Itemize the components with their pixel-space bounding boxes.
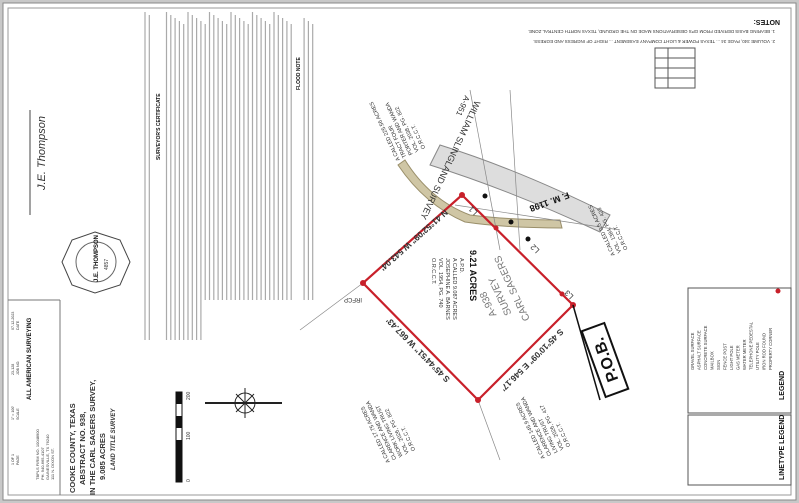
legend-item: MAILBOX (710, 351, 715, 370)
legend-item: GAS METER (736, 345, 741, 370)
legend-title: LEGEND (779, 371, 786, 400)
title-line: 9.085 ACRES (98, 433, 107, 480)
address-line: TBPLS FIRM NO. 10048900 (35, 429, 40, 480)
seal-name: J.E. THOMPSON (94, 235, 100, 282)
field-label: JOB NO. (16, 361, 20, 375)
title-line: COOKE COUNTY, TEXAS (68, 403, 77, 493)
certificate-text: SURVEYOR'S CERTIFICATE FLOOD NOTE (144, 12, 314, 340)
address-line: GAINESVILLE, TX 76240 (45, 434, 50, 480)
legend-item: FENCE POST (723, 343, 728, 370)
tract-owner-line: A CALLED 9.087 ACRES (451, 258, 457, 320)
legend-item: PROPERTY CORNER (768, 328, 773, 370)
seal-number: 4857 (104, 259, 110, 270)
field-label: PAGE (16, 455, 20, 465)
property-corners (360, 192, 576, 403)
easement-lines (299, 89, 621, 461)
field-value: 1 OF 1 (11, 454, 15, 465)
tract-owner-line: JOSEPHINE A. BARNES (444, 258, 450, 320)
scale-tick: 100 (186, 431, 192, 440)
linetype-legend (687, 414, 792, 486)
address-line: PH. 940-665-4107 (40, 447, 45, 480)
field-value: 23-128 (11, 364, 15, 375)
title-line: IN THE CARL SAGERS SURVEY, (88, 380, 97, 495)
legend-item: UTILITY POLE (755, 342, 760, 370)
notes: NOTES: 1. BEARING BASIS DERIVED FROM GPS… (528, 18, 780, 89)
legend-item: WATER METER (742, 340, 747, 370)
linetype-legend-title: LINETYPE LEGEND (779, 415, 786, 480)
property-corner-symbol (775, 288, 781, 294)
tract-acres: 9.21 ACRES (468, 250, 478, 301)
note-item: 1. BEARING BASIS DERIVED FROM GPS OBSERV… (528, 29, 775, 34)
notes-title: NOTES: (754, 18, 780, 25)
field-label: SCALE (16, 408, 20, 420)
north-arrow-icon (205, 388, 282, 418)
address-line: 111 N. DIXON ST. (50, 448, 55, 480)
legend-item: IRON ROD FOUND (762, 333, 767, 370)
flood-note-title: FLOOD NOTE (296, 57, 302, 90)
legend-item: CONCRETE SURFACE (703, 325, 708, 370)
field-label: DATE (16, 320, 20, 330)
pob-leader (572, 304, 601, 401)
title-block: LAND TITLE SURVEY 9.085 ACRES IN THE CAR… (8, 299, 117, 495)
tract-owner-line: A.P.D. (458, 258, 464, 274)
company-name: ALL AMERICAN SURVEYING (27, 317, 33, 400)
title-line: LAND TITLE SURVEY (111, 408, 117, 470)
legend-item: LIGHT POLE (729, 345, 734, 370)
corner-label: IRFCP (344, 296, 362, 302)
tract-owner-line: O.R.C.C.T. (430, 258, 436, 285)
utility-poles (482, 193, 531, 242)
title-line: ABSTRACT NO. 938, (78, 412, 87, 485)
scale-tick: 0 (186, 479, 192, 482)
field-value: 07-12-2023 (11, 312, 15, 330)
scale-tick: 200 (186, 391, 192, 400)
legend-item: ASPHALT SURFACE (697, 330, 702, 370)
company-logo: ALL AMERICAN SURVEYING (27, 317, 33, 400)
note-item: 2. VOLUME 340, PAGE 34 ... TEXAS POWER &… (533, 39, 775, 44)
field-value: 1" = 100' (11, 406, 15, 420)
legend-item: GRAVEL SURFACE (690, 332, 695, 370)
legend-item: TELEPHONE PEDESTAL (749, 321, 754, 370)
scale-bar: 0 100 200 (175, 391, 192, 483)
sheet-border (7, 7, 792, 496)
road-fm-1198 (429, 144, 611, 233)
surveyor-seal: J.E. THOMPSON 4857 (61, 231, 131, 294)
legend-item: SIGN (716, 360, 721, 370)
signature: J.E. Thompson (36, 116, 48, 191)
certificate-title: SURVEYOR'S CERTIFICATE (156, 93, 162, 160)
tract-owner-line: VOL. 1954, PG. 740 (437, 258, 443, 308)
